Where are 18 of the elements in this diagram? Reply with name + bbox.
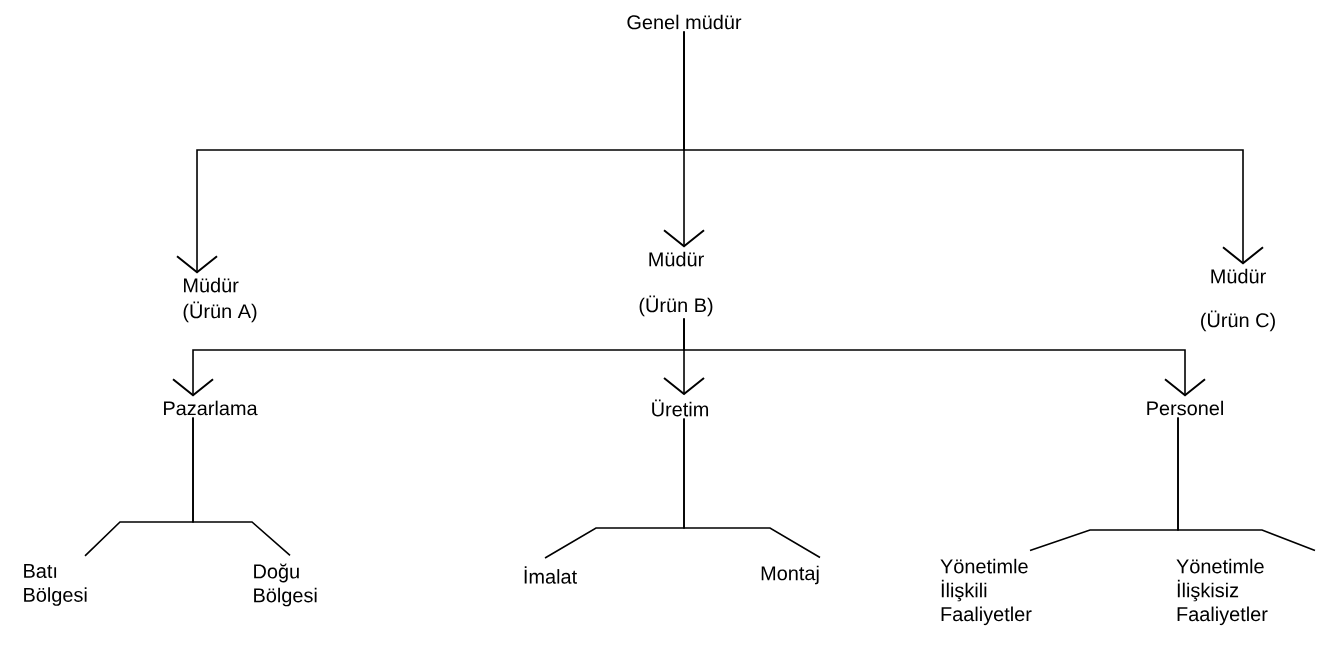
connector-line [192,416,291,557]
node-label: Müdür (Ürün C) [1201,268,1275,332]
node-label: Batı Bölgesi [24,564,87,606]
node-label: Pazarlama [164,400,258,416]
node-label: Üretim [652,399,708,417]
node-label: Yönetimle İlişkisiz Faaliyetler [1176,558,1268,626]
arrow [683,30,1264,265]
node-label: Doğu Bölgesi [254,563,317,607]
connector-line [683,417,821,559]
node-label: Müdür (Ürün B) [639,251,713,317]
node-label: Yönetimle İlişkili Faaliyetler [940,558,1032,626]
connector-line [1177,416,1316,552]
node-label: Müdür (Ürün A) [183,277,257,323]
node-label: Personel [1147,400,1223,416]
node-label: Montaj [761,565,819,585]
arrow [683,317,1206,397]
node-label: İmalat [524,566,577,584]
node-label: Genel müdür [627,14,742,30]
